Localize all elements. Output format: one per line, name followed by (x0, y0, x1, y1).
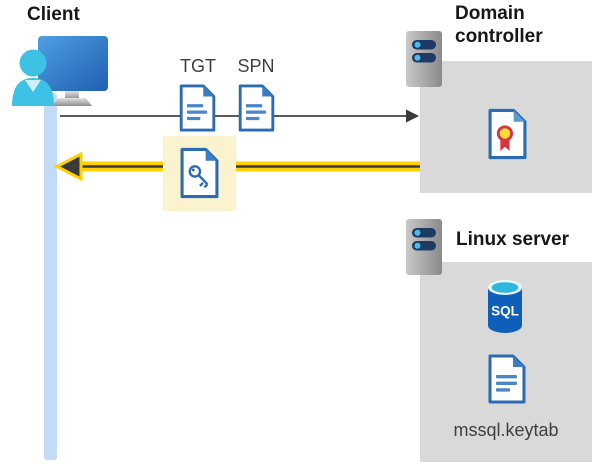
monitor-screen (38, 36, 108, 91)
spn-document-icon (238, 84, 275, 132)
monitor-base (52, 98, 92, 106)
user-person-icon (12, 49, 54, 106)
domain-controller-label-line1: Domain (455, 3, 525, 24)
tgt-document-icon (179, 84, 216, 132)
linux-server-icon (406, 219, 442, 275)
linux-server-label: Linux server (456, 229, 569, 250)
sql-badge-text: SQL (491, 304, 519, 319)
domain-controller-server-icon (406, 31, 442, 87)
certificate-icon (488, 108, 527, 160)
tgt-label: TGT (180, 56, 216, 76)
keytab-document-icon (488, 354, 526, 404)
client-computer-icon (12, 36, 108, 106)
keytab-filename-label: mssql.keytab (453, 420, 559, 440)
client-label: Client (27, 4, 80, 25)
key-glyph (188, 165, 209, 189)
key-document-icon (180, 147, 219, 199)
monitor-stand (65, 91, 79, 99)
response-arrow (53, 151, 420, 182)
domain-controller-label-line2: controller (455, 26, 543, 47)
spn-label: SPN (237, 56, 275, 76)
award-ribbon (496, 125, 514, 151)
domain-controller-label: Domain controller (455, 2, 543, 48)
request-arrow (60, 109, 419, 123)
sql-database-icon: SQL (488, 280, 522, 333)
client-lifeline-bar (44, 93, 57, 460)
